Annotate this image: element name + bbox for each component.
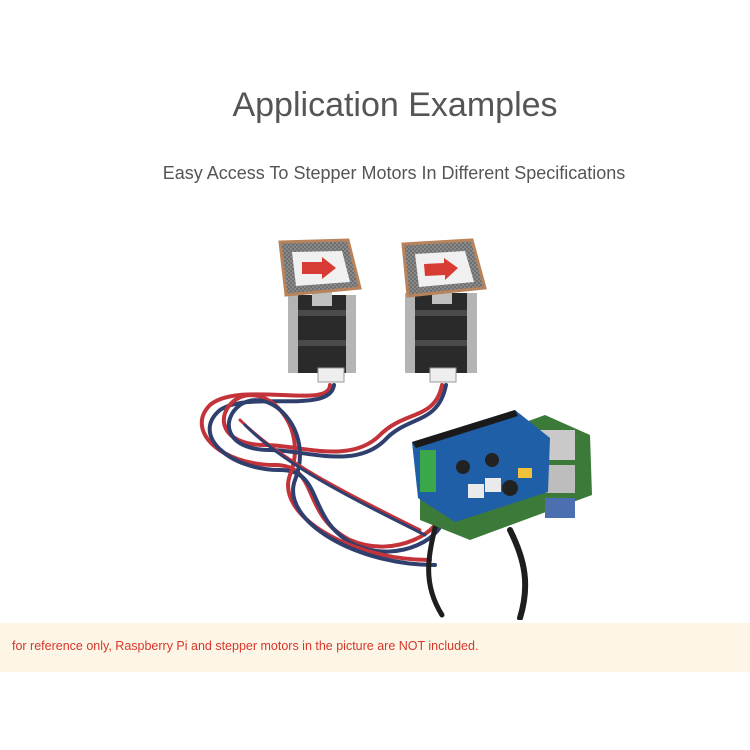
- product-photo: [199, 238, 592, 620]
- stepper-motor-right: [401, 238, 487, 383]
- page-subtitle: Easy Access To Stepper Motors In Differe…: [162, 163, 626, 183]
- stepper-motor-left: [278, 238, 362, 383]
- page-title: Application Examples: [232, 86, 558, 124]
- notice-text: for reference only, Raspberry Pi and ste…: [12, 639, 479, 653]
- cable-bundle: [199, 383, 529, 620]
- motor-driver-hat: [412, 410, 550, 522]
- notice-banner: for reference only, Raspberry Pi and ste…: [0, 623, 750, 672]
